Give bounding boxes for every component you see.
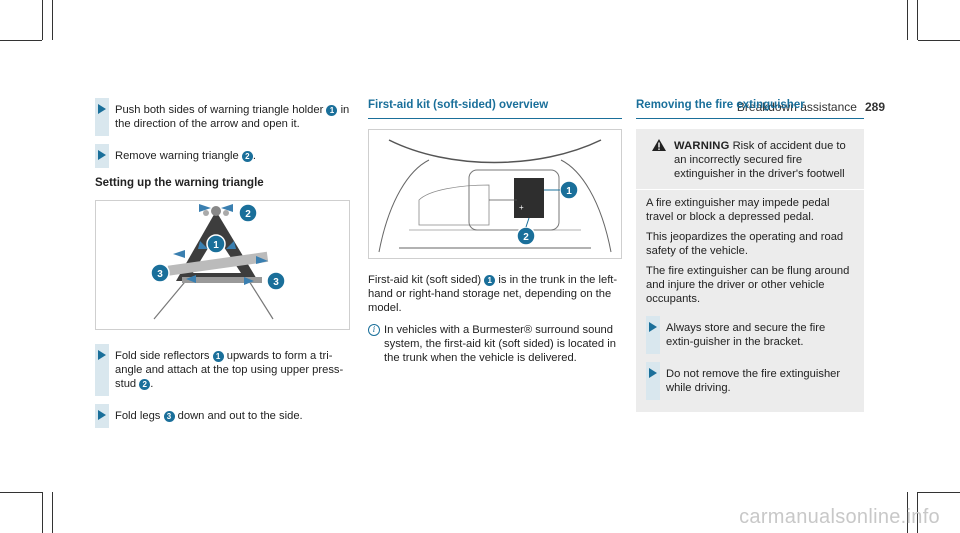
crop-mark: [907, 492, 908, 533]
callout-label: 3: [273, 277, 279, 288]
step-text: Do not remove the fire extinguisher whil…: [666, 368, 841, 394]
step-text: in the direction of the arrow and open i…: [115, 104, 350, 130]
step-text: .: [150, 378, 154, 390]
warning-para: A fire extinguisher may impede pedal tra…: [646, 197, 830, 223]
callout-circle: [238, 203, 258, 223]
column-first-aid-kit: First-aid kit (soft-sided) overview + 1 …: [368, 98, 622, 373]
callout-label: 2: [523, 232, 529, 243]
section-title: First-aid kit (soft-sided) overview: [368, 98, 622, 119]
para-text: is in the trunk in the left-hand or righ…: [368, 274, 618, 314]
warning-label: WARNING: [674, 140, 730, 152]
step-arrow-icon: [98, 104, 106, 114]
para-text: First-aid kit (soft sided): [368, 274, 482, 286]
warning-triangle-icon: [652, 139, 666, 155]
callout-label: 1: [566, 186, 572, 197]
crop-mark: [52, 492, 53, 533]
column-fire-extinguisher: Removing the fire extinguisher WARNING R…: [636, 98, 864, 412]
crop-mark: [52, 0, 53, 40]
warning-para: The fire extinguisher can be flung aroun…: [646, 265, 850, 305]
callout-circle: [266, 271, 286, 291]
step-text: Remove warning triangle: [115, 150, 239, 162]
instruction-step: Fold side reflectors 1 upwards to form a…: [95, 344, 350, 396]
watermark: carmanualsonline.info: [739, 506, 940, 528]
callout-badge: 2: [241, 150, 253, 162]
instruction-step: Do not remove the fire extinguisher whil…: [646, 362, 854, 400]
step-text: upwards to form a tri-angle and attach a…: [115, 350, 344, 390]
column-warning-triangle: Push both sides of warning triangle hold…: [95, 98, 350, 436]
instruction-step: Remove warning triangle 2.: [95, 144, 350, 168]
section-title: Removing the fire extinguisher: [636, 98, 864, 119]
trunk-illustration: + 1 2: [378, 139, 612, 253]
warning-box: WARNING Risk of accident due to an incor…: [636, 129, 864, 412]
callout-badge: 2: [139, 378, 151, 390]
info-note: i In vehicles with a Burmester® surround…: [368, 323, 622, 365]
crop-mark: [917, 492, 918, 533]
step-arrow-icon: [649, 368, 657, 378]
callout-badge: 1: [212, 350, 224, 362]
callout-label: 1: [213, 240, 219, 251]
step-text: Fold side reflectors: [115, 350, 210, 362]
step-text: Fold legs: [115, 410, 161, 422]
callout-label: 2: [245, 209, 251, 220]
crop-mark: [42, 492, 43, 533]
step-arrow-icon: [649, 322, 657, 332]
callout-circle: [206, 234, 226, 254]
instruction-step: Fold legs 3 down and out to the side.: [95, 404, 350, 428]
step-text: down and out to the side.: [177, 410, 303, 422]
step-text: .: [252, 150, 256, 162]
step-arrow-icon: [98, 150, 106, 160]
crop-mark: [918, 492, 960, 493]
step-arrow-icon: [98, 410, 106, 420]
warning-header: WARNING Risk of accident due to an incor…: [646, 139, 854, 181]
warning-triangle-figure: 1 2 3 3: [95, 200, 350, 330]
paragraph: First-aid kit (soft sided) 1 is in the t…: [368, 273, 622, 315]
callout-label: 3: [157, 269, 163, 280]
section-name: Breakdown assistance: [736, 100, 857, 114]
crop-mark: [918, 40, 960, 41]
page-header: Breakdown assistance 289: [737, 100, 885, 114]
step-text: Push both sides of warning triangle hold…: [115, 104, 324, 116]
instruction-step: Push both sides of warning triangle hold…: [95, 98, 350, 136]
crop-mark: [0, 40, 42, 41]
note-text: In vehicles with a Burmester® surround s…: [384, 324, 616, 364]
svg-text:+: +: [519, 203, 524, 212]
callout-badge: 1: [326, 104, 338, 116]
crop-mark: [0, 492, 42, 493]
warning-headline: Risk of accident due to an incorrectly s…: [674, 140, 846, 180]
trunk-figure: + 1 2: [368, 129, 622, 259]
callout-circle: [150, 263, 170, 283]
subheading: Setting up the warning triangle: [95, 177, 264, 189]
step-arrow-icon: [98, 350, 106, 360]
warning-para: This jeopardizes the operating and road …: [646, 231, 844, 257]
callout-badge: 1: [484, 274, 496, 286]
crop-mark: [917, 0, 918, 40]
step-text: Always store and secure the fire extin-g…: [666, 322, 826, 348]
crop-mark: [907, 0, 908, 40]
warning-triangle-illustration: 1 2 3 3: [150, 203, 286, 320]
page-number: 289: [864, 100, 885, 114]
callout-badge: 3: [163, 410, 175, 422]
instruction-step: Always store and secure the fire extin-g…: [646, 316, 854, 354]
crop-mark: [42, 0, 43, 40]
info-icon: i: [368, 324, 380, 336]
